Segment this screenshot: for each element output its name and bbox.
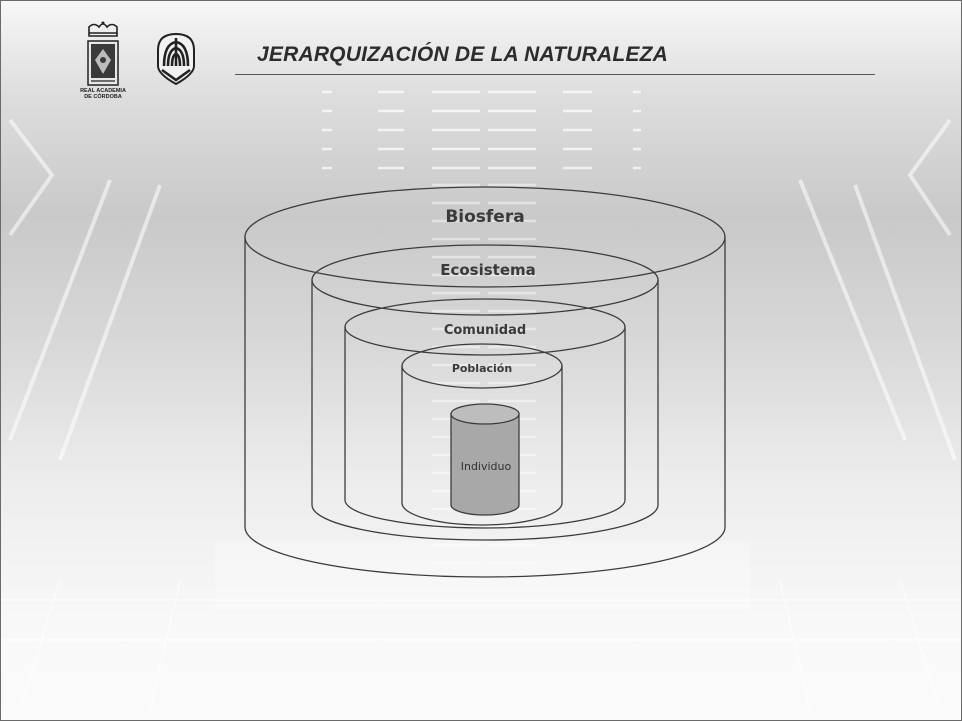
label-comunidad: Comunidad [444, 323, 526, 338]
university-emblem-logo [155, 30, 197, 86]
real-academia-logo: REAL ACADEMIA DE CÓRDOBA [80, 20, 126, 110]
cylinder-ecosistema [311, 244, 659, 541]
cylinder-individuo [450, 403, 520, 516]
label-ecosistema: Ecosistema [440, 261, 536, 279]
real-academia-crest-icon [87, 40, 119, 86]
university-emblem-icon [157, 32, 195, 86]
slide-title: JERARQUIZACIÓN DE LA NATURALEZA [257, 43, 669, 66]
cylinder-biosfera [244, 186, 726, 578]
label-individuo: Individuo [461, 460, 512, 473]
crown-icon [88, 21, 118, 37]
cylinder-poblacion [401, 343, 563, 526]
label-biosfera: Biosfera [445, 207, 524, 227]
cylinder-comunidad [344, 298, 626, 529]
title-underline [235, 74, 875, 75]
real-academia-caption: REAL ACADEMIA DE CÓRDOBA [80, 88, 126, 100]
label-poblacion: Población [452, 362, 512, 375]
